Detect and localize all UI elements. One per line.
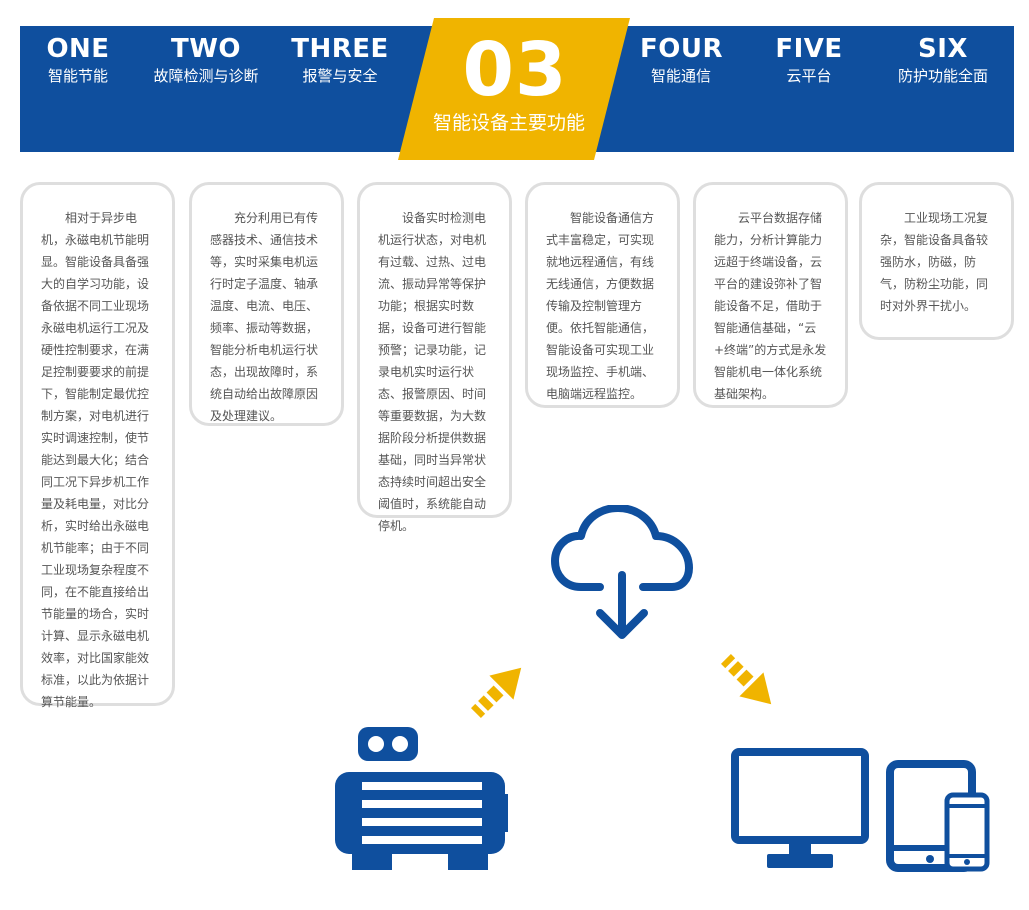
tab-two-en: TWO <box>170 34 242 64</box>
tab-six-en: SIX <box>918 34 968 64</box>
tab-one-cn: 智能节能 <box>47 67 108 85</box>
tab-three-en: THREE <box>291 34 389 64</box>
arrow-up-icon <box>471 667 522 718</box>
tab-five-cn: 云平台 <box>786 67 832 85</box>
tab-four-en: FOUR <box>640 34 723 64</box>
tab-six[interactable]: SIX 防护功能全面 <box>888 34 998 87</box>
card-text: 相对于异步电机，永磁电机节能明显。智能设备具备强大的自学习功能，设备依据不同工业… <box>41 211 150 709</box>
monitor-icon <box>731 748 869 868</box>
tab-one[interactable]: ONE 智能节能 <box>38 34 118 87</box>
card-cloud-platform: 云平台数据存储能力，分析计算能力远超于终端设备，云平台的建设弥补了智能设备不足，… <box>693 182 848 408</box>
active-tab-title: 智能设备主要功能 <box>432 112 585 134</box>
tab-five[interactable]: FIVE 云平台 <box>770 34 848 87</box>
tab-four-cn: 智能通信 <box>650 67 711 85</box>
tab-one-en: ONE <box>46 34 110 64</box>
tab-four[interactable]: FOUR 智能通信 <box>640 34 723 87</box>
arrow-down-icon <box>721 654 772 705</box>
card-text: 智能设备通信方式丰富稳定，可实现就地远程通信，有线无线通信，方便数据传输及控制管… <box>546 211 655 401</box>
card-text: 充分利用已有传感器技术、通信技术等，实时采集电机运行时定子温度、轴承温度、电流、… <box>210 211 319 423</box>
motor-icon <box>335 727 508 870</box>
tab-three[interactable]: THREE 报警与安全 <box>290 34 390 87</box>
card-text: 工业现场工况复杂，智能设备具备较强防水，防磁，防气，防粉尘功能，同时对外界干扰小… <box>880 211 989 313</box>
tab-six-cn: 防护功能全面 <box>897 67 988 85</box>
phone-icon <box>944 792 990 872</box>
cloud-download-icon <box>551 505 693 639</box>
card-alarm-safety: 设备实时检测电机运行状态，对电机有过载、过热、过电流、振动异常等保护功能；根据实… <box>357 182 512 533</box>
tab-two[interactable]: TWO 故障检测与诊断 <box>142 34 270 87</box>
tab-two-cn: 故障检测与诊断 <box>153 67 259 85</box>
tab-five-en: FIVE <box>775 34 843 64</box>
card-fault-diagnosis: 充分利用已有传感器技术、通信技术等，实时采集电机运行时定子温度、轴承温度、电流、… <box>189 182 344 426</box>
tab-three-cn: 报警与安全 <box>302 67 378 85</box>
card-text: 云平台数据存储能力，分析计算能力远超于终端设备，云平台的建设弥补了智能设备不足，… <box>714 211 827 401</box>
card-energy-saving: 相对于异步电机，永磁电机节能明显。智能设备具备强大的自学习功能，设备依据不同工业… <box>20 182 175 709</box>
active-tab-number: 03 <box>462 27 568 113</box>
tab-active-highlight[interactable] <box>398 18 630 160</box>
card-smart-communication: 智能设备通信方式丰富稳定，可实现就地远程通信，有线无线通信，方便数据传输及控制管… <box>525 182 680 408</box>
card-text: 设备实时检测电机运行状态，对电机有过载、过热、过电流、振动异常等保护功能；根据实… <box>378 211 487 533</box>
card-protection: 工业现场工况复杂，智能设备具备较强防水，防磁，防气，防粉尘功能，同时对外界干扰小… <box>859 182 1014 340</box>
